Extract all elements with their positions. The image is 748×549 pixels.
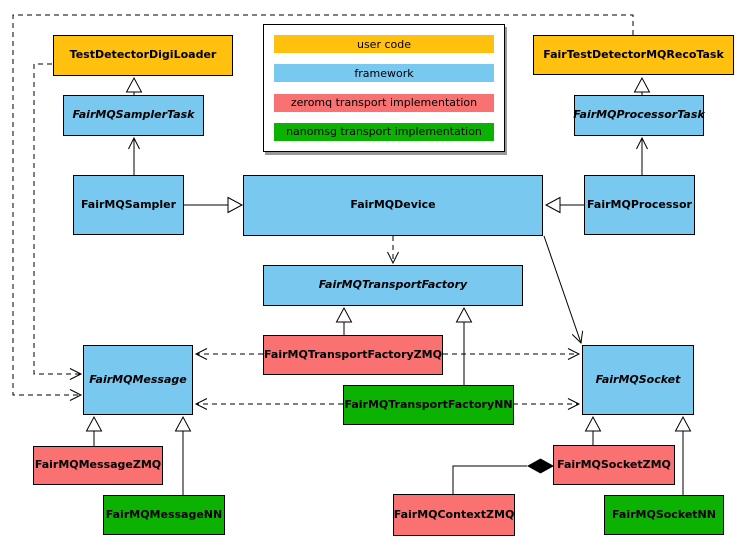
legend-item-user: user code (274, 35, 494, 53)
legend-item-framework: framework (274, 64, 494, 83)
class-box-fairmq-transport-factory-zmq: FairMQTransportFactoryZMQ (263, 335, 443, 375)
class-label-fairmq-context-zmq: FairMQContextZMQ (393, 507, 515, 521)
class-box-fair-test-detector-mq-reco-task: FairTestDetectorMQRecoTask (533, 35, 734, 75)
edge-device-uses-socket (543, 235, 584, 345)
composition-diamond-icon (527, 458, 554, 474)
class-label-fairmq-message-zmq: FairMQMessageZMQ (34, 458, 162, 472)
class-label-fairmq-socket-zmq: FairMQSocketZMQ (557, 457, 671, 471)
legend-label-user: user code (356, 37, 412, 51)
class-box-fairmq-processor-task: FairMQProcessorTask (573, 95, 705, 136)
class-box-fairmq-socket-zmq: FairMQSocketZMQ (553, 445, 675, 485)
class-box-fairmq-device: FairMQDevice (243, 175, 543, 236)
class-box-fairmq-processor: FairMQProcessor (584, 175, 695, 235)
legend-label-zeromq: zeromq transport implementation (290, 96, 478, 110)
legend: user code framework zeromq transport imple… (263, 24, 505, 152)
edge-digiloader-depends-message (33, 63, 83, 380)
class-label-fairmq-transport-factory-nn: FairMQTransportFactoryNN (344, 397, 513, 411)
class-label-fairmq-transport-factory-zmq: FairMQTransportFactoryZMQ (264, 347, 442, 361)
edge-recotask-depends-message (12, 14, 634, 401)
class-label-fairmq-sampler-task: FairMQSamplerTask (72, 108, 195, 122)
class-label-fairmq-socket-nn: FairMQSocketNN (612, 507, 716, 521)
class-box-fairmq-message: FairMQMessage (83, 345, 193, 415)
class-box-fairmq-transport-factory: FairMQTransportFactory (263, 265, 523, 306)
class-box-fairmq-socket-nn: FairMQSocketNN (604, 495, 724, 535)
class-box-fairmq-sampler: FairMQSampler (73, 175, 184, 235)
class-box-fairmq-transport-factory-nn: FairMQTransportFactoryNN (343, 385, 514, 425)
class-label-fairmq-message-nn: FairMQMessageNN (105, 507, 223, 521)
class-label-fairmq-socket: FairMQSocket (595, 372, 681, 386)
legend-item-nanomsg: nanomsg transport implementation (274, 122, 494, 141)
class-label-fairmq-device: FairMQDevice (350, 198, 436, 212)
edge-socketzmq-composes-contextzmq (452, 465, 527, 494)
class-box-fairmq-sampler-task: FairMQSamplerTask (63, 95, 204, 136)
legend-item-zeromq: zeromq transport implementation (274, 93, 494, 112)
class-label-fair-test-detector-mq-reco-task: FairTestDetectorMQRecoTask (543, 47, 724, 61)
class-box-test-detector-digi-loader: TestDetectorDigiLoader (53, 35, 233, 76)
class-box-fairmq-message-zmq: FairMQMessageZMQ (33, 446, 163, 485)
class-box-fairmq-socket: FairMQSocket (582, 345, 694, 415)
class-box-fairmq-message-nn: FairMQMessageNN (103, 495, 225, 535)
class-label-fairmq-processor: FairMQProcessor (587, 197, 692, 211)
class-label-test-detector-digi-loader: TestDetectorDigiLoader (69, 48, 217, 62)
legend-label-framework: framework (354, 66, 414, 80)
class-label-fairmq-transport-factory: FairMQTransportFactory (318, 278, 468, 292)
class-label-fairmq-sampler: FairMQSampler (80, 197, 177, 211)
class-label-fairmq-message: FairMQMessage (89, 372, 187, 386)
legend-label-nanomsg: nanomsg transport implementation (286, 125, 482, 139)
class-box-fairmq-context-zmq: FairMQContextZMQ (393, 494, 515, 536)
class-label-fairmq-processor-task: FairMQProcessorTask (573, 108, 705, 122)
